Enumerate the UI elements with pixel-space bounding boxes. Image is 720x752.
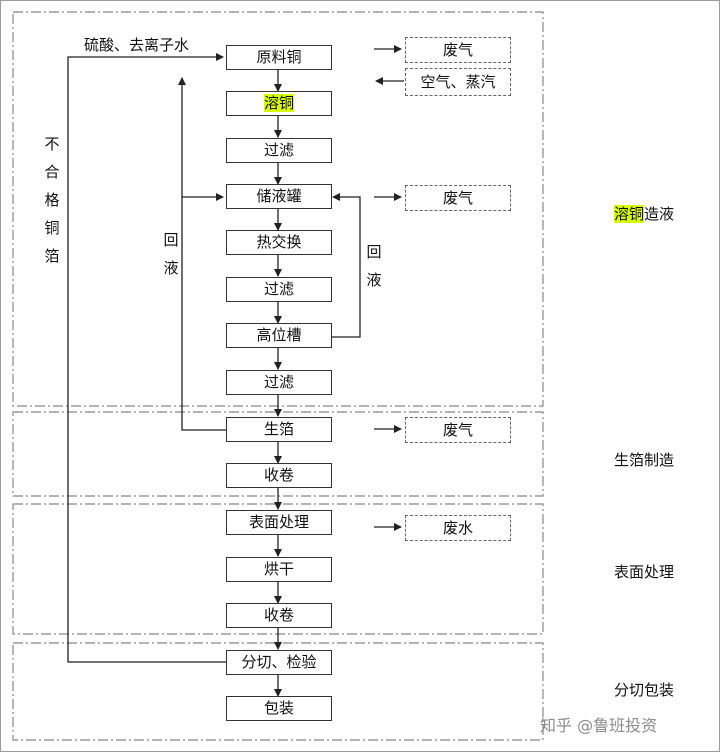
label-acid-input: 硫酸、去离子水 xyxy=(84,36,190,54)
output-waste-gas-1: 废气 xyxy=(405,37,511,63)
reflux-right-to-tank xyxy=(330,193,361,338)
step-drying: 烘干 xyxy=(226,557,332,582)
output-waste-water: 废水 xyxy=(405,515,511,541)
input-air-steam: 空气、蒸汽 xyxy=(405,68,511,96)
step-head-tank: 高位槽 xyxy=(226,323,332,348)
section-title-foil: 生箔制造 xyxy=(614,451,675,469)
step-dissolve-copper-label: 溶铜 xyxy=(263,94,294,112)
step-storage-tank: 储液罐 xyxy=(226,184,332,209)
step-raw-copper: 原料铜 xyxy=(226,45,332,70)
reflux-left-to-tank xyxy=(181,193,226,431)
watermark: 知乎 @鲁班投资 xyxy=(540,716,658,735)
step-filter-2: 过滤 xyxy=(226,277,332,302)
step-raw-foil: 生箔 xyxy=(226,417,332,442)
section-title-cutting: 分切包装 xyxy=(614,681,675,699)
label-reject-foil: 不合格铜箔 xyxy=(44,135,60,265)
step-packaging: 包装 xyxy=(226,696,332,721)
output-waste-gas-2: 废气 xyxy=(405,185,511,211)
section-title-dissolve-rest: 造液 xyxy=(644,205,675,223)
section-title-dissolve: 溶铜造液 xyxy=(614,203,674,224)
label-reflux-right: 回液 xyxy=(366,243,382,289)
section-title-dissolve-highlight: 溶铜 xyxy=(614,205,645,223)
label-reflux-left: 回液 xyxy=(163,231,179,277)
step-cutting-inspection: 分切、检验 xyxy=(226,650,332,675)
step-filter-1: 过滤 xyxy=(226,138,332,163)
output-waste-gas-3: 废气 xyxy=(405,417,511,443)
step-heat-exchange: 热交换 xyxy=(226,230,332,255)
step-winding-2: 收卷 xyxy=(226,603,332,628)
step-surface-treatment: 表面处理 xyxy=(226,510,332,535)
reject-foil-loop xyxy=(67,53,226,663)
step-dissolve-copper: 溶铜 xyxy=(226,91,332,116)
section-title-surface: 表面处理 xyxy=(614,563,675,581)
step-filter-3: 过滤 xyxy=(226,370,332,395)
step-winding-1: 收卷 xyxy=(226,463,332,488)
